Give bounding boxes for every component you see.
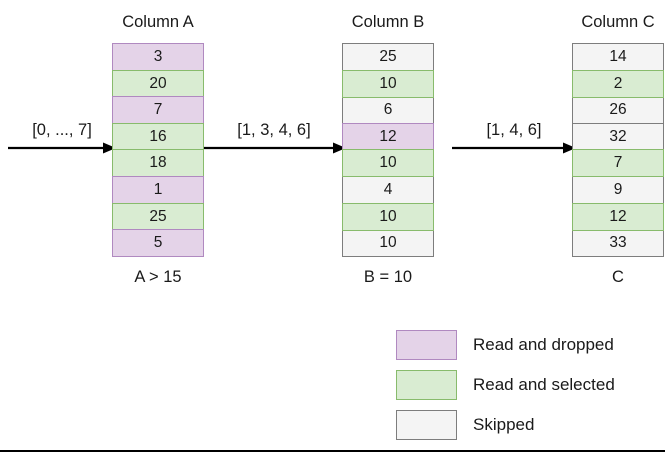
column-group-a: Column A 3 20 7 16 18 1 25 5 A > 15	[112, 12, 204, 287]
legend-row-dropped: Read and dropped	[396, 325, 656, 365]
column-footer-b: B = 10	[363, 268, 413, 287]
flow-arrow-2-label: [1, 3, 4, 6]	[237, 121, 311, 139]
cell-c-0[interactable]: 14	[572, 43, 664, 71]
cell-c-6[interactable]: 12	[572, 202, 664, 231]
column-group-b: Column B 25 10 6 12 10 4 10 10 B = 10	[342, 12, 434, 287]
cell-a-4[interactable]: 18	[112, 149, 204, 178]
cell-b-5[interactable]: 4	[342, 176, 434, 205]
cell-a-2[interactable]: 7	[112, 96, 204, 125]
flow-arrow-1: [0, ..., 7]	[8, 121, 116, 156]
legend: Read and dropped Read and selected Skipp…	[396, 325, 656, 445]
cell-a-6[interactable]: 25	[112, 202, 204, 231]
legend-row-selected: Read and selected	[396, 365, 656, 405]
flow-arrow-3-label: [1, 4, 6]	[486, 121, 542, 139]
cell-a-7[interactable]: 5	[112, 229, 204, 258]
cell-b-7[interactable]: 10	[342, 229, 434, 258]
column-title-a: Column A	[122, 13, 194, 31]
flow-arrow-3: [1, 4, 6]	[452, 121, 576, 156]
legend-swatch-dropped	[396, 330, 457, 360]
column-title-c: Column C	[581, 13, 655, 31]
cell-b-0[interactable]: 25	[342, 43, 434, 71]
cell-c-1[interactable]: 2	[572, 69, 664, 98]
cell-a-5[interactable]: 1	[112, 176, 204, 205]
flow-arrow-2: [1, 3, 4, 6]	[202, 121, 346, 156]
arrow-right-icon	[8, 142, 116, 154]
column-stack-c: 14 2 26 32 7 9 12 33	[572, 43, 664, 258]
legend-label-dropped: Read and dropped	[473, 335, 614, 354]
arrow-right-icon	[452, 142, 576, 154]
column-stack-b: 25 10 6 12 10 4 10 10	[342, 43, 434, 258]
cell-b-2[interactable]: 6	[342, 96, 434, 125]
column-title-b: Column B	[351, 13, 425, 31]
column-group-c: Column C 14 2 26 32 7 9 12 33 C	[572, 12, 664, 287]
cell-b-4[interactable]: 10	[342, 149, 434, 178]
legend-label-selected: Read and selected	[473, 375, 615, 394]
legend-label-skipped: Skipped	[473, 415, 535, 434]
column-stack-a: 3 20 7 16 18 1 25 5	[112, 43, 204, 258]
cell-c-3[interactable]: 32	[572, 122, 664, 151]
legend-swatch-skipped	[396, 410, 457, 440]
cell-a-1[interactable]: 20	[112, 69, 204, 98]
cell-c-4[interactable]: 7	[572, 149, 664, 178]
cell-a-0[interactable]: 3	[112, 43, 204, 71]
legend-swatch-selected	[396, 370, 457, 400]
cell-b-6[interactable]: 10	[342, 202, 434, 231]
cell-b-3[interactable]: 12	[342, 122, 434, 151]
column-footer-a: A > 15	[134, 268, 182, 287]
cell-a-3[interactable]: 16	[112, 122, 204, 151]
cell-c-5[interactable]: 9	[572, 176, 664, 205]
cell-b-1[interactable]: 10	[342, 69, 434, 98]
legend-row-skipped: Skipped	[396, 405, 656, 445]
column-footer-c: C	[612, 268, 624, 287]
cell-c-7[interactable]: 33	[572, 229, 664, 258]
arrow-right-icon	[202, 142, 346, 154]
bottom-divider	[0, 450, 665, 452]
cell-c-2[interactable]: 26	[572, 96, 664, 125]
flow-arrow-1-label: [0, ..., 7]	[32, 121, 92, 139]
